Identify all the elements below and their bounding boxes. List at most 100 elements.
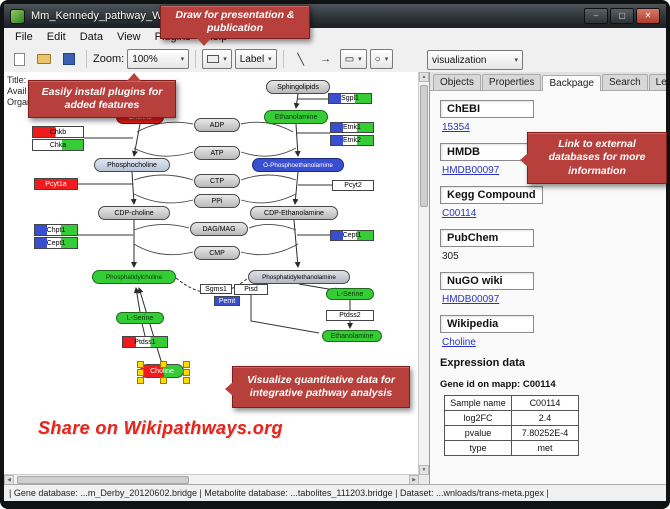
pathway-node[interactable]: CTP [194,174,240,188]
pathway-node[interactable]: Pemt [214,296,240,306]
arrow-tool[interactable]: → [315,48,337,70]
pathway-node[interactable]: O-Phosphoethanolamine [252,158,344,172]
backpage-link[interactable]: 15354 [442,122,470,133]
line-tool[interactable]: ╲ [290,48,312,70]
maximize-button[interactable]: ▢ [610,8,634,24]
zoom-label: Zoom: [93,53,125,65]
close-button[interactable]: ✕ [636,8,660,24]
scroll-up-icon[interactable]: ▲ [419,72,429,82]
pathway-node[interactable]: L-Serine [326,288,374,300]
pathway-node[interactable]: Etnk1 [330,122,374,133]
expression-cell: 2.4 [511,410,579,426]
pathway-node[interactable]: Etnk2 [330,135,374,146]
tab-properties[interactable]: Properties [481,74,542,90]
backpage-link[interactable]: Choline [442,337,476,348]
selection-handle[interactable] [137,361,144,368]
expression-cell: 7.80252E-4 [511,425,579,441]
zoom-value: 100% [132,53,158,65]
expression-data-title: Expression data [440,357,525,369]
pathway-node[interactable]: Pcyt2 [332,180,374,191]
new-file-icon [13,52,25,66]
selection-handle[interactable] [183,361,190,368]
tab-objects[interactable]: Objects [433,74,481,90]
selection-handle[interactable] [160,377,167,384]
minimize-button[interactable]: – [584,8,608,24]
pathway-node[interactable]: Cept1 [34,237,78,249]
pathway-node[interactable]: Ptdss2 [326,310,374,321]
toolbar-separator [86,50,87,68]
vertical-scroll-thumb[interactable] [420,85,428,207]
tab-legend[interactable]: Legend [648,74,666,90]
tab-backpage[interactable]: Backpage [542,75,601,91]
visualization-value: visualization [432,54,487,66]
pathway-node[interactable]: Phosphocholine [94,158,170,172]
backpage-link[interactable]: HMDB00097 [442,165,500,176]
expression-cell: pvalue [444,425,512,441]
pathway-node[interactable]: CDP-Ethanolamine [250,206,338,220]
pathway-node[interactable]: ADP [194,118,240,132]
backpage-link[interactable]: HMDB00097 [442,294,500,305]
callout-draw: Draw for presentation & publication [160,5,310,46]
pathway-node[interactable]: CDP-choline [98,206,170,220]
chevron-down-icon: ▾ [514,57,518,64]
vertical-scrollbar[interactable]: ▲ ▼ [418,72,429,475]
selection-handle[interactable] [137,369,144,376]
ellipse-icon: ○ [374,53,381,65]
horizontal-scrollbar[interactable]: ◀ ▶ [4,474,419,485]
pathway-node[interactable]: Phosphatidylethanolamine [248,270,350,284]
pathway-node[interactable]: ATP [194,146,240,160]
pathway-node[interactable]: DAG/MAG [190,222,248,236]
rect-shape-tool[interactable]: ▭ ▾ [339,49,367,69]
pathway-node[interactable]: Ptdss1 [122,336,168,348]
zoom-combo[interactable]: 100% ▾ [127,49,190,69]
open-button[interactable] [33,48,55,70]
pathway-node[interactable]: Choline [137,361,190,384]
visualization-combo[interactable]: visualization ▾ [427,50,523,70]
backpage-section-header: PubChem [440,229,534,247]
backpage-section-header: NuGO wiki [440,272,534,290]
pathway-node[interactable]: Sgms1 [200,284,232,294]
menu-bar: FileEditDataViewPluginsHelp [4,28,666,47]
pathway-node[interactable]: Phosphatidylcholine [92,270,176,284]
selection-handle[interactable] [160,361,167,368]
pathway-info-line: Avail [7,86,27,96]
pathway-node[interactable]: Chpt1 [34,224,78,236]
menu-view[interactable]: View [116,31,141,43]
pathway-node[interactable]: Pcyt1a [34,178,78,190]
tab-search[interactable]: Search [601,74,648,90]
pathway-node[interactable]: Sgpl1 [328,93,372,104]
pathway-node[interactable]: Chka [32,139,84,151]
pathway-node[interactable]: Cept1 [330,230,374,241]
pathway-node[interactable]: CMP [194,246,240,260]
pathway-node[interactable]: Ethanolamine [264,110,328,124]
selection-handle[interactable] [183,377,190,384]
menu-file[interactable]: File [15,31,33,43]
datanode-tool[interactable]: ▾ [202,49,232,69]
save-button[interactable] [58,48,80,70]
datanode-icon [207,55,220,63]
backpage-link[interactable]: C00114 [442,208,477,219]
callout-plugins: Easily install plugins for added feature… [28,73,176,118]
selection-handle[interactable] [137,377,144,384]
pathway-node[interactable]: Chkb [32,126,84,138]
backpage-section-header: Kegg Compound [440,186,543,204]
pathway-node[interactable]: Ethanolamine [322,330,382,342]
pathway-node[interactable]: L-Serine [116,312,164,324]
selection-handle[interactable] [183,369,190,376]
ellipse-shape-tool[interactable]: ○ ▾ [369,49,394,69]
scroll-down-icon[interactable]: ▼ [419,465,429,475]
label-tool[interactable]: Label ▾ [234,49,277,69]
title-bar[interactable]: Mm_Kennedy_pathway_WP1771_45176.gpml – ▢… [4,4,666,28]
horizontal-scroll-thumb[interactable] [17,476,189,484]
pathway-node[interactable]: PPi [194,194,240,208]
menu-data[interactable]: Data [79,31,103,43]
menu-edit[interactable]: Edit [46,31,66,43]
pathway-node[interactable]: Pisd [234,284,268,295]
new-button[interactable] [8,48,30,70]
pathway-node[interactable]: Sphingolipids [266,80,330,94]
